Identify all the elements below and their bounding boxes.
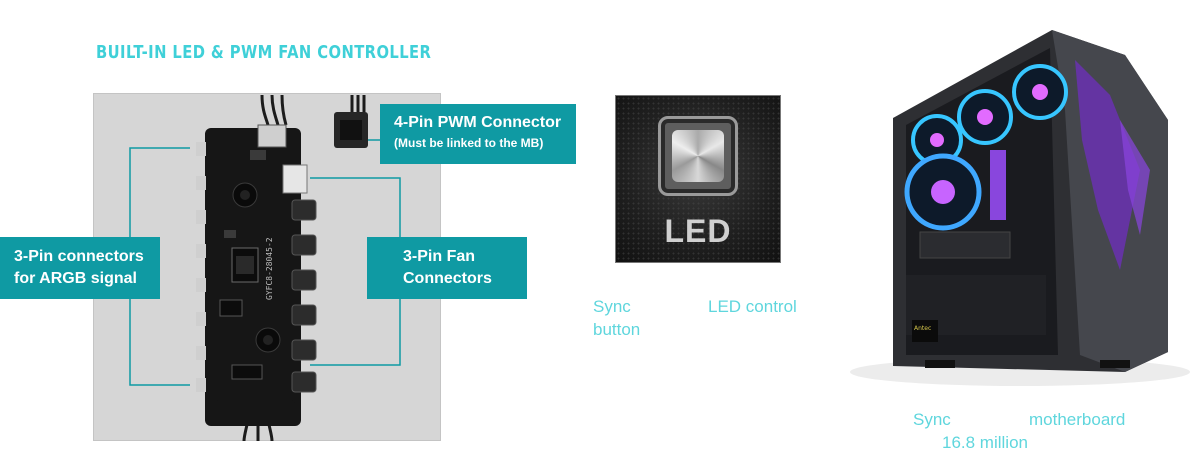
section-heading: BUILT-IN LED & PWM FAN CONTROLLER bbox=[96, 42, 432, 63]
caption-sync-line-2: button bbox=[593, 320, 641, 339]
case-brand: Antec bbox=[914, 325, 931, 332]
board-silkscreen: GYFC8-28045-2 bbox=[265, 237, 274, 300]
caption-sync-line-1: Sync bbox=[593, 297, 631, 316]
caption-led-control: LED control bbox=[708, 297, 797, 316]
caption-motherboard: motherboard bbox=[1029, 410, 1126, 429]
caption-16-8-million: 16.8 million bbox=[942, 433, 1028, 452]
caption-sync: Sync bbox=[913, 410, 951, 429]
fan-connector-label: 3-Pin Fan Connectors bbox=[367, 237, 527, 299]
led-button-photo: LED bbox=[615, 95, 781, 263]
pwm-connector-label: 4-Pin PWM Connector (Must be linked to t… bbox=[380, 104, 576, 164]
pwm-connector-note: (Must be linked to the MB) bbox=[394, 136, 544, 150]
argb-label-line-2: for ARGB signal bbox=[14, 270, 137, 287]
argb-label-line-1: 3-Pin connectors bbox=[14, 248, 144, 265]
controller-pcb: GYFC8-28045-2 bbox=[196, 124, 317, 426]
fan-label-line-1: 3-Pin Fan bbox=[403, 248, 476, 265]
led-button-text: LED bbox=[664, 213, 732, 249]
fan-label-line-2: Connectors bbox=[403, 270, 492, 287]
caption-sync-button: Sync button bbox=[593, 295, 673, 341]
pc-case-image: Antec bbox=[850, 30, 1190, 386]
argb-connector-label: 3-Pin connectors for ARGB signal bbox=[0, 237, 160, 299]
led-sync-button-icon bbox=[658, 116, 738, 196]
pwm-connector-title: 4-Pin PWM Connector bbox=[394, 114, 562, 131]
